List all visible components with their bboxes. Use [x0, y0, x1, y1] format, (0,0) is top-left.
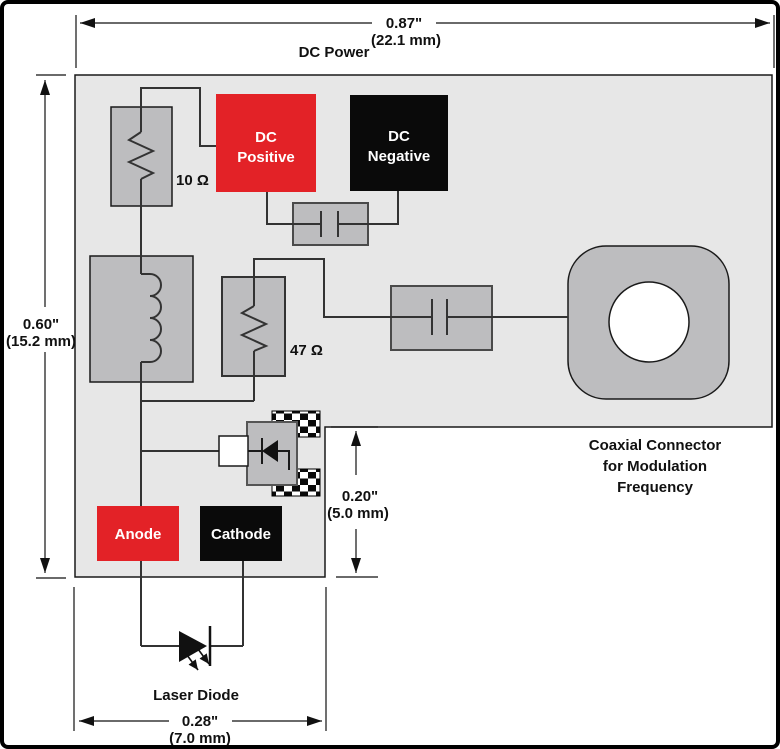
- dc-positive-pad: [216, 94, 316, 192]
- dim-height-mm: (15.2 mm): [6, 333, 76, 350]
- wire-pads-to-laser: [140, 561, 244, 646]
- coax-label-line2: for Modulation: [603, 458, 707, 475]
- resistor-47ohm-label: 47 Ω: [290, 342, 323, 359]
- diode-symbol-triangle: [262, 440, 278, 462]
- wire-r47-to-cap2: [253, 258, 391, 318]
- resistor-10ohm-label: 10 Ω: [176, 172, 209, 189]
- wire-dcneg-to-cap: [368, 191, 399, 225]
- inductor-symbol: [141, 273, 162, 363]
- dim-bottom-inches: 0.28": [182, 713, 218, 730]
- dim-bottom-lines: [73, 587, 327, 731]
- pcb-diagram: DC Positive DC Negative Anode Cathode 10…: [6, 15, 775, 747]
- dc-power-label: DC Power: [299, 44, 370, 61]
- dc-negative-pad: [350, 95, 448, 191]
- laser-diode-label: Laser Diode: [153, 687, 239, 704]
- coax-connector-hole: [608, 281, 690, 363]
- dc-negative-label-line1: DC: [388, 128, 410, 145]
- coax-label-line1: Coaxial Connector: [589, 437, 722, 454]
- wire-dcpos-to-cap: [266, 192, 293, 225]
- cathode-label: Cathode: [211, 526, 271, 543]
- resistor-10ohm-symbol: [126, 131, 156, 180]
- anode-label: Anode: [115, 526, 162, 543]
- laser-emission-arrows: [186, 648, 210, 671]
- dim-width-lines: [75, 15, 775, 68]
- resistor-47ohm-symbol: [239, 305, 269, 352]
- dc-negative-label-line2: Negative: [368, 148, 431, 165]
- wire-r47-junction: [141, 351, 255, 402]
- anode-pad: [97, 506, 179, 561]
- dim-notch-inches: 0.20": [342, 488, 378, 505]
- wire-r10-to-dcpos: [140, 87, 216, 147]
- capacitor-mod-symbol: [391, 299, 568, 335]
- wiring: [126, 87, 568, 647]
- cathode-pad: [200, 506, 282, 561]
- dim-width-mm: (22.1 mm): [371, 32, 441, 49]
- dim-notch-mm: (5.0 mm): [327, 505, 389, 522]
- dc-positive-label-line1: DC: [255, 129, 277, 146]
- dim-notch-lines: [331, 426, 378, 578]
- dim-width-inches: 0.87": [386, 15, 422, 32]
- dc-positive-label-line2: Positive: [237, 149, 295, 166]
- diode-terminal-pad: [218, 435, 249, 467]
- coax-label-line3: Frequency: [617, 479, 694, 496]
- dim-height-inches: 0.60": [23, 316, 59, 333]
- laser-diode-triangle: [179, 631, 207, 662]
- dim-height-lines: [36, 74, 66, 579]
- capacitor-dc-symbol: [293, 211, 368, 237]
- dim-bottom-mm: (7.0 mm): [169, 730, 231, 747]
